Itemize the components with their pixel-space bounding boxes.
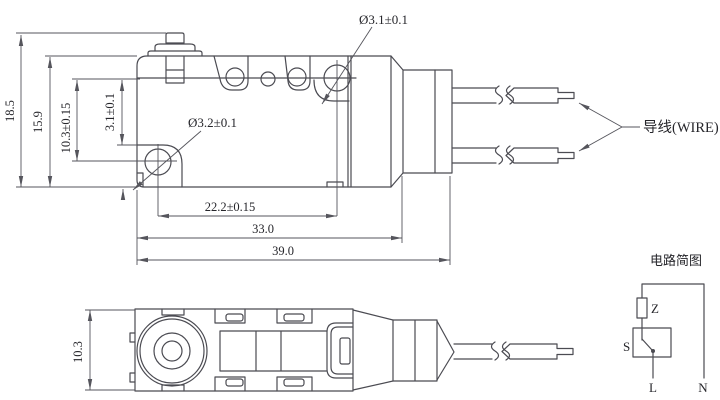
switch-label: S — [623, 339, 630, 354]
rivet-circle-small — [260, 71, 276, 87]
wire-callout: 导线(WIRE) — [578, 102, 719, 152]
bottom-body-outline — [134, 308, 354, 392]
cable-bushing — [390, 55, 453, 188]
dim-39-0: 39.0 — [272, 244, 294, 258]
hole-callout-top: Ø3.1±0.1 — [321, 12, 408, 105]
center-channel — [219, 330, 328, 372]
latch-feature — [326, 322, 354, 379]
circuit-title: 电路简图 — [650, 253, 702, 268]
dim-33-0: 33.0 — [252, 222, 274, 236]
body-divider-lines — [347, 55, 352, 188]
dim-22-2: 22.2±0.15 — [205, 200, 256, 214]
impedance-label: Z — [651, 301, 659, 316]
terminal-pockets — [213, 55, 311, 91]
rivet-circle-1 — [225, 67, 245, 87]
hole-top-label: Ø3.1±0.1 — [359, 12, 408, 27]
circuit-schematic: 电路简图 Z S L N — [623, 253, 708, 395]
dim-10-3: 10.3 — [71, 341, 85, 363]
mounting-boss-circles — [136, 315, 208, 387]
mounting-hole-right — [313, 60, 351, 216]
switch-lever — [641, 338, 653, 351]
dim-10-3-015: 10.3±0.15 — [59, 103, 73, 154]
wire-lower — [451, 145, 575, 165]
body-bottom-notch — [326, 181, 344, 188]
bottom-wire — [453, 341, 574, 361]
impedance-symbol — [636, 297, 648, 319]
extension-lines — [16, 32, 451, 265]
dim-3-1: 3.1±0.1 — [103, 93, 117, 131]
switch-body-outline — [136, 55, 392, 188]
dimension-hole-offset: 10.3±0.15 — [59, 80, 80, 161]
bottom-cable-bushing — [352, 309, 455, 391]
dim-18-5: 18.5 — [3, 100, 17, 122]
hole-left-label: Ø3.2±0.1 — [188, 115, 237, 130]
rivet-circle-2 — [287, 67, 307, 87]
dimension-body-length: 33.0 — [137, 222, 402, 241]
hole-callout-left: Ø3.2±0.1 — [132, 115, 237, 191]
wire-label: 导线(WIRE) — [643, 119, 719, 136]
dimension-hole-spacing: 22.2±0.15 — [158, 200, 337, 219]
neutral-label: N — [698, 380, 708, 395]
switch-contact-dot — [651, 349, 655, 353]
dimension-total-height: 18.5 — [3, 35, 24, 187]
dim-15-9: 15.9 — [31, 111, 45, 133]
switch-box — [632, 327, 672, 358]
dimension-step: 3.1±0.1 — [103, 80, 126, 200]
dimension-total-length: 39.0 — [137, 244, 450, 263]
edge-tabs — [161, 308, 313, 392]
plunger — [147, 32, 203, 84]
dimension-body-height: 15.9 — [31, 57, 53, 187]
wire-upper — [451, 85, 575, 105]
bottom-view: 10.3 — [71, 308, 574, 392]
body-left-notch — [136, 172, 144, 188]
live-label: L — [649, 380, 657, 395]
main-view: 导线(WIRE) Ø3.1±0.1 Ø3.2±0.1 18.5 15.9 10.… — [3, 12, 719, 265]
left-edge-bumps — [129, 332, 136, 383]
dimension-bottom-width: 10.3 — [71, 309, 135, 391]
mounting-hole-left — [72, 144, 183, 216]
